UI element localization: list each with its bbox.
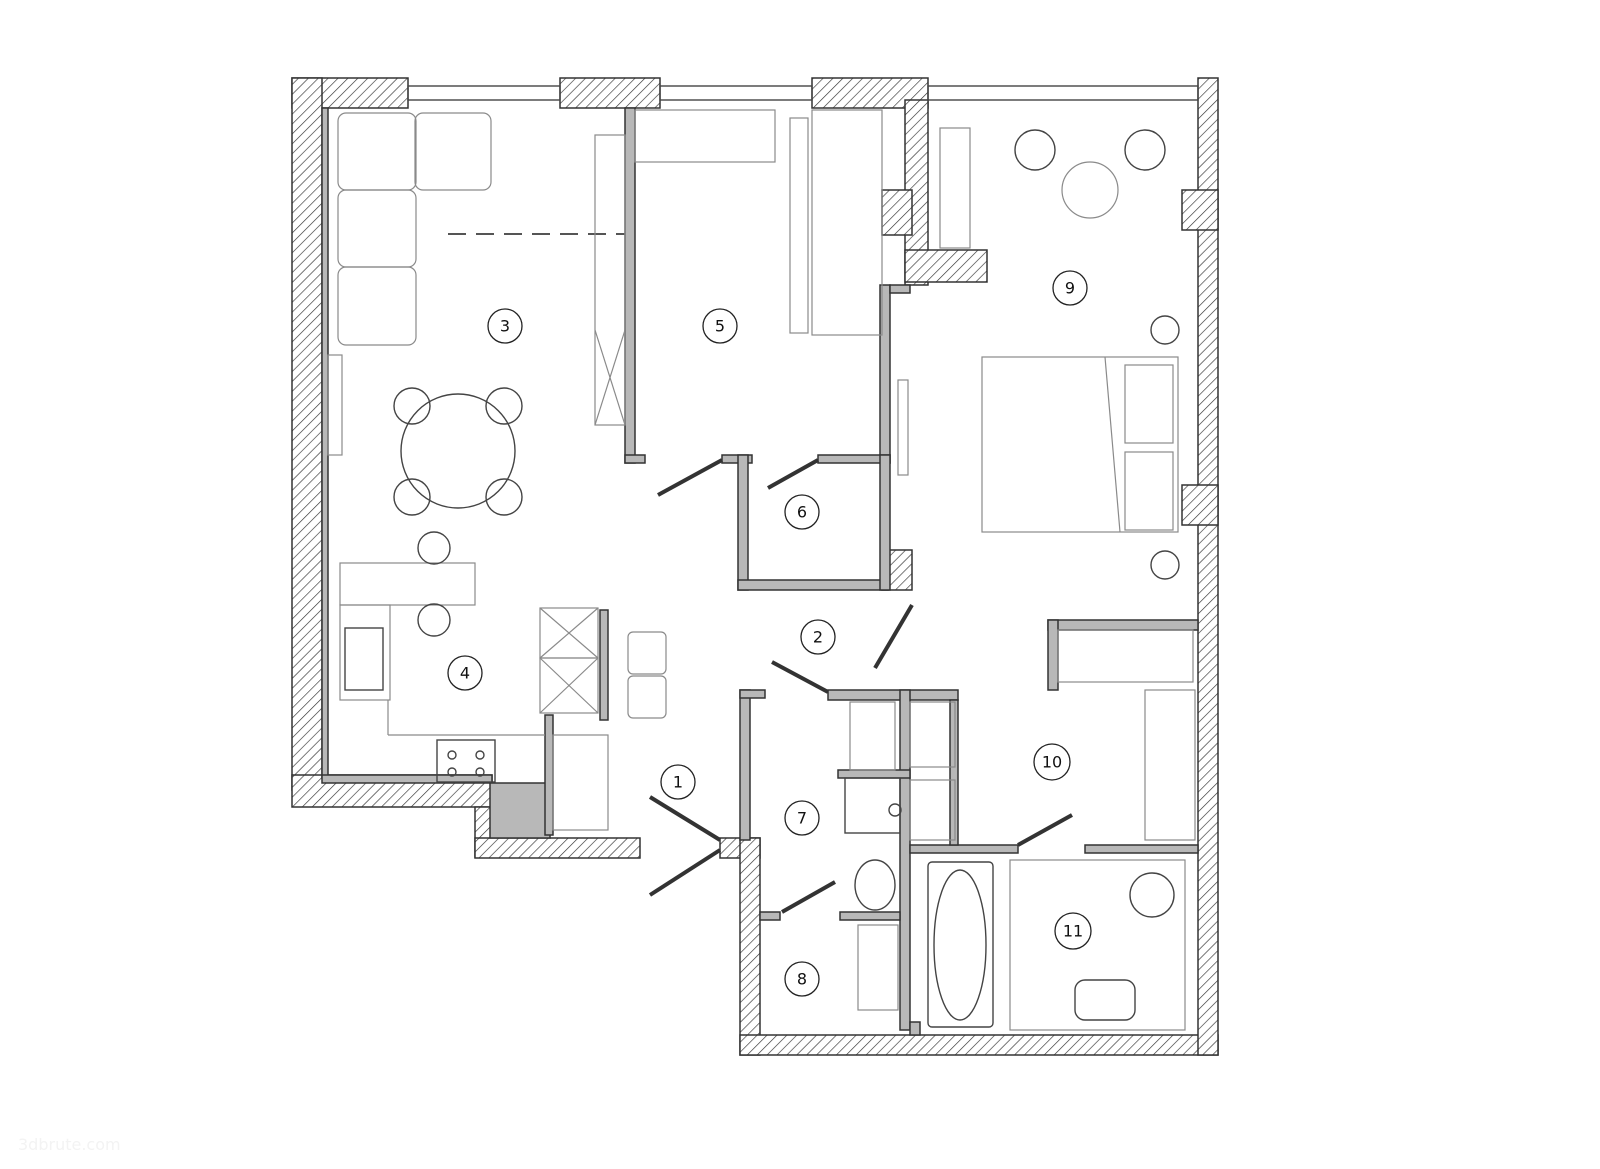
room-label-2: 2 bbox=[800, 619, 836, 655]
exterior-walls bbox=[291, 77, 1219, 1056]
svg-text:1: 1 bbox=[673, 773, 683, 792]
watermark: 3dbrute.com bbox=[18, 1135, 121, 1154]
kitchen-furniture bbox=[339, 604, 667, 831]
svg-text:6: 6 bbox=[797, 503, 807, 522]
room-label-9: 9 bbox=[1052, 270, 1088, 306]
room-label-7: 7 bbox=[784, 800, 820, 836]
doors bbox=[648, 458, 1073, 914]
room-label-1: 1 bbox=[660, 764, 696, 800]
room-label-11: 11 bbox=[1054, 912, 1092, 950]
windows bbox=[407, 85, 1199, 101]
svg-text:5: 5 bbox=[715, 317, 725, 336]
room-label-6: 6 bbox=[784, 494, 820, 530]
svg-text:9: 9 bbox=[1065, 279, 1075, 298]
svg-text:10: 10 bbox=[1042, 753, 1062, 772]
living-furniture bbox=[327, 112, 626, 637]
svg-text:11: 11 bbox=[1063, 922, 1083, 941]
room-label-10: 10 bbox=[1033, 743, 1071, 781]
room-labels: 1 2 3 4 5 6 7 8 9 10 11 bbox=[447, 270, 1092, 997]
svg-text:3: 3 bbox=[500, 317, 510, 336]
room-label-8: 8 bbox=[784, 961, 820, 997]
bedroom-furniture bbox=[897, 127, 1180, 580]
svg-text:7: 7 bbox=[797, 809, 807, 828]
room-label-4: 4 bbox=[447, 655, 483, 691]
bath-furniture bbox=[844, 629, 1196, 1031]
room-label-3: 3 bbox=[487, 308, 523, 344]
interior-walls bbox=[321, 107, 1199, 1036]
svg-text:4: 4 bbox=[460, 664, 470, 683]
svg-text:2: 2 bbox=[813, 628, 823, 647]
svg-text:8: 8 bbox=[797, 970, 807, 989]
room-label-5: 5 bbox=[702, 308, 738, 344]
room5-furniture bbox=[634, 109, 883, 336]
